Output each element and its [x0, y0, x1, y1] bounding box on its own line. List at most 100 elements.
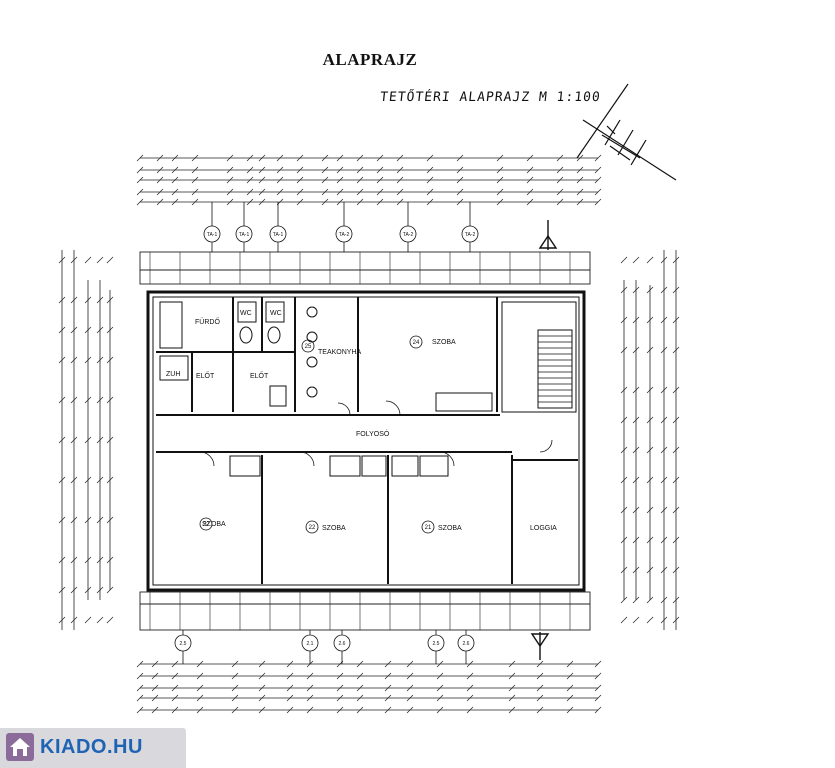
- dimension-tick: [106, 296, 114, 304]
- dimension-tick: [58, 256, 66, 264]
- room-number-circle: [409, 335, 423, 349]
- dimension-tick: [246, 198, 254, 206]
- dimension-tick: [171, 188, 179, 196]
- dimension-tick: [136, 166, 144, 174]
- dimension-tick: [536, 684, 544, 692]
- dimension-tick: [106, 556, 114, 564]
- dimension-tick: [526, 188, 534, 196]
- room-label-wc-2: WC: [270, 310, 282, 317]
- room-number-24: 24: [413, 340, 420, 346]
- axis-marker-top: TA-2: [465, 232, 476, 238]
- dimension-tick: [70, 396, 78, 404]
- dimension-tick: [436, 684, 444, 692]
- dimension-tick: [376, 176, 384, 184]
- dimension-tick: [356, 694, 364, 702]
- dimension-tick: [556, 176, 564, 184]
- dimension-tick: [406, 694, 414, 702]
- dimension-tick: [58, 436, 66, 444]
- dimension-tick: [508, 672, 516, 680]
- dimension-tick: [620, 386, 628, 394]
- kiado-badge[interactable]: KIADO.HU: [0, 728, 186, 768]
- room-label-zuh: ZUH: [166, 371, 180, 378]
- dimension-tick: [620, 446, 628, 454]
- dimension-tick: [456, 154, 464, 162]
- dimension-tick: [526, 176, 534, 184]
- dimension-tick: [632, 446, 640, 454]
- dimension-tick: [672, 476, 680, 484]
- dimension-tick: [660, 616, 668, 624]
- dimension-tick: [58, 616, 66, 624]
- dimension-tick: [156, 198, 164, 206]
- right-dimension-lines: [623, 250, 677, 630]
- dimension-tick: [196, 660, 204, 668]
- dimension-tick: [96, 476, 104, 484]
- dimension-tick: [536, 660, 544, 668]
- dimension-tick: [594, 660, 602, 668]
- dimension-tick: [672, 386, 680, 394]
- dimension-tick: [70, 616, 78, 624]
- dimension-tick: [660, 316, 668, 324]
- dimension-tick: [594, 694, 602, 702]
- inner-outer-walls: [152, 296, 580, 586]
- dimension-tick: [258, 198, 266, 206]
- dimension-tick: [356, 176, 364, 184]
- dimension-tick: [136, 694, 144, 702]
- dimension-tick: [466, 694, 474, 702]
- dimension-tick: [594, 166, 602, 174]
- dimension-tick: [306, 706, 314, 714]
- wardrobes: [229, 392, 493, 477]
- dimension-tick: [58, 516, 66, 524]
- dimension-tick: [246, 176, 254, 184]
- dimension-tick: [660, 416, 668, 424]
- dimension-tick: [646, 346, 654, 354]
- dimension-tick: [556, 154, 564, 162]
- badge-label: KIADO.HU: [40, 736, 143, 758]
- dimension-tick: [508, 660, 516, 668]
- dimension-tick: [660, 286, 668, 294]
- dimension-tick: [96, 436, 104, 444]
- dimension-tick: [594, 188, 602, 196]
- dimension-tick: [258, 166, 266, 174]
- axis-marker-bottom: 2.5: [180, 641, 187, 647]
- dimension-tick: [660, 476, 668, 484]
- axis-marker-circle: [335, 225, 353, 243]
- dimension-tick: [84, 256, 92, 264]
- axis-marker-circle: [427, 634, 445, 652]
- dimension-tick: [151, 684, 159, 692]
- dimension-tick: [226, 166, 234, 174]
- dimension-tick: [106, 616, 114, 624]
- room-label-elot-1: ELŐT: [196, 371, 215, 380]
- dimension-tick: [566, 706, 574, 714]
- dimension-tick: [632, 286, 640, 294]
- dimension-tick: [632, 506, 640, 514]
- north-arrow-icon: [576, 83, 677, 181]
- dimension-tick: [456, 188, 464, 196]
- dimension-tick: [106, 396, 114, 404]
- dimension-tick: [258, 706, 266, 714]
- dimension-tick: [226, 154, 234, 162]
- dimension-tick: [646, 286, 654, 294]
- dimension-tick: [151, 706, 159, 714]
- dimension-tick: [356, 706, 364, 714]
- dimension-tick: [672, 506, 680, 514]
- staircase: [501, 301, 577, 413]
- room-number-25: 25: [305, 344, 312, 350]
- sanitary-fixtures: [159, 301, 318, 407]
- dimension-tick: [646, 616, 654, 624]
- dimension-tick: [321, 198, 329, 206]
- dimension-tick: [136, 188, 144, 196]
- dimension-tick: [296, 154, 304, 162]
- room-number-circle: [199, 517, 213, 531]
- dimension-tick: [632, 416, 640, 424]
- dimension-tick: [496, 176, 504, 184]
- dimension-tick: [171, 154, 179, 162]
- dimension-tick: [321, 166, 329, 174]
- dimension-tick: [231, 684, 239, 692]
- dimension-tick: [396, 154, 404, 162]
- dimension-tick: [226, 188, 234, 196]
- outer-walls: [146, 290, 586, 592]
- dimension-tick: [258, 176, 266, 184]
- dimension-tick: [336, 154, 344, 162]
- dimension-tick: [672, 316, 680, 324]
